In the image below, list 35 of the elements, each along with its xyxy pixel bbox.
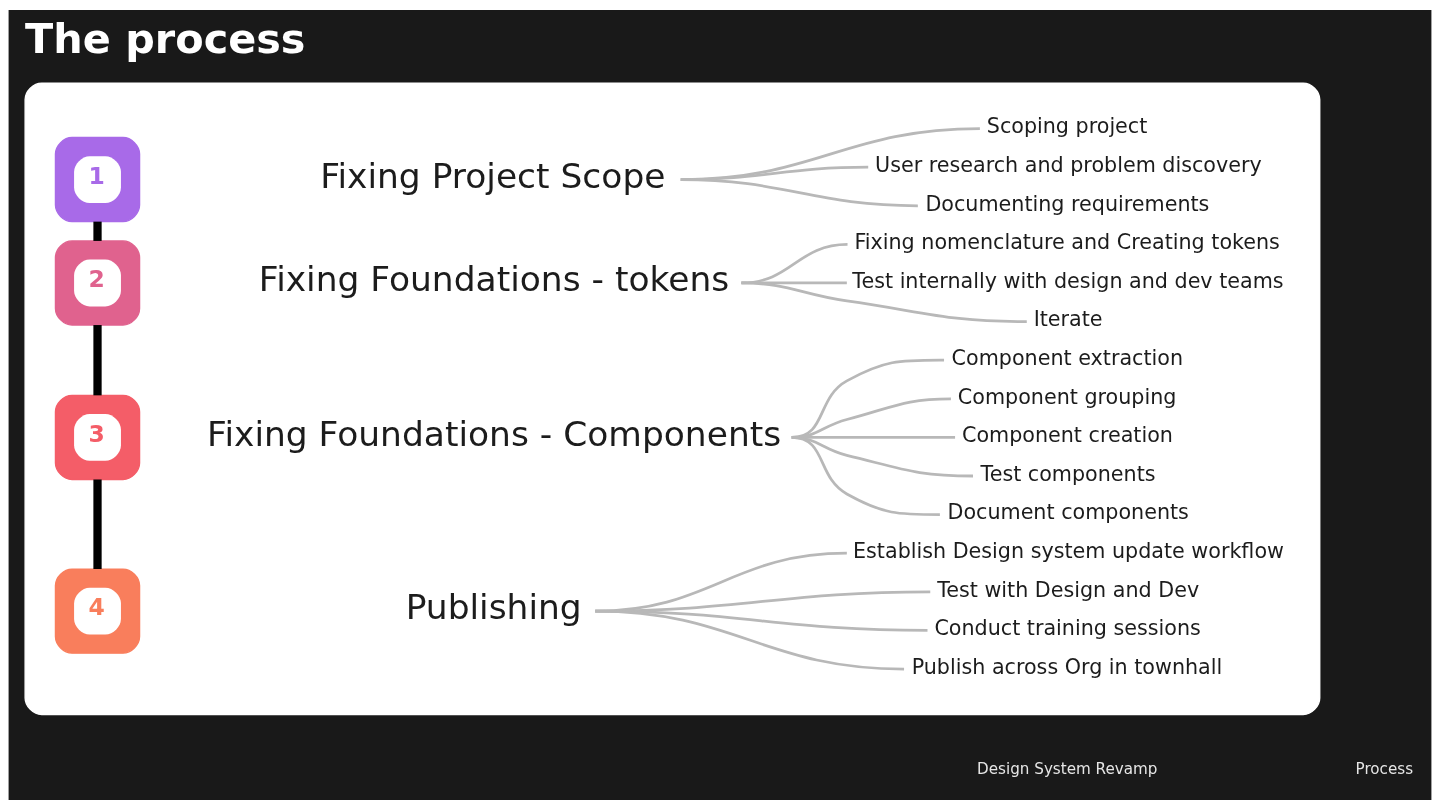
connector [791,436,940,516]
node-text: Fixing Foundations - Components [207,413,782,454]
node-text: Iterate [1033,307,1103,332]
node-text: Documenting requirements [925,191,1210,216]
node-text: Conduct training sessions [934,616,1201,641]
node-text: Establish Design system update workflow [853,539,1284,564]
connector [93,479,102,570]
node-text: Document components [947,500,1189,525]
node-text: User research and problem discovery [875,153,1262,177]
connector [680,178,918,208]
node-text: Component grouping [957,384,1177,409]
node-box: 4 [54,568,141,654]
node-box: 1 [54,136,141,223]
label: Process [1355,759,1414,778]
node-box: 3 [54,394,141,481]
connector [93,325,102,396]
node-text: Publish across Org in townhall [911,654,1223,679]
node-text: Scoping project [986,114,1148,139]
node-box: 2 [54,240,141,326]
node-text: Fixing Project Scope [320,155,666,196]
node-text: Test with Design and Dev [937,577,1200,602]
node-text: Fixing Foundations - tokens [258,259,730,300]
label: Design System Revamp [977,759,1158,778]
cluster [24,82,1321,716]
diagram-title: The process [25,14,306,63]
node-text: Component extraction [951,346,1184,371]
connector [595,609,905,671]
node-text: Test components [980,461,1156,486]
connector [741,281,1027,323]
connector [741,243,848,285]
node-text: Test internally with design and dev teams [852,268,1284,293]
node-text: Component creation [961,423,1173,448]
node-text: Publishing [405,587,582,628]
connector [93,221,102,241]
node-text: Fixing nomenclature and Creating tokens [854,230,1280,255]
